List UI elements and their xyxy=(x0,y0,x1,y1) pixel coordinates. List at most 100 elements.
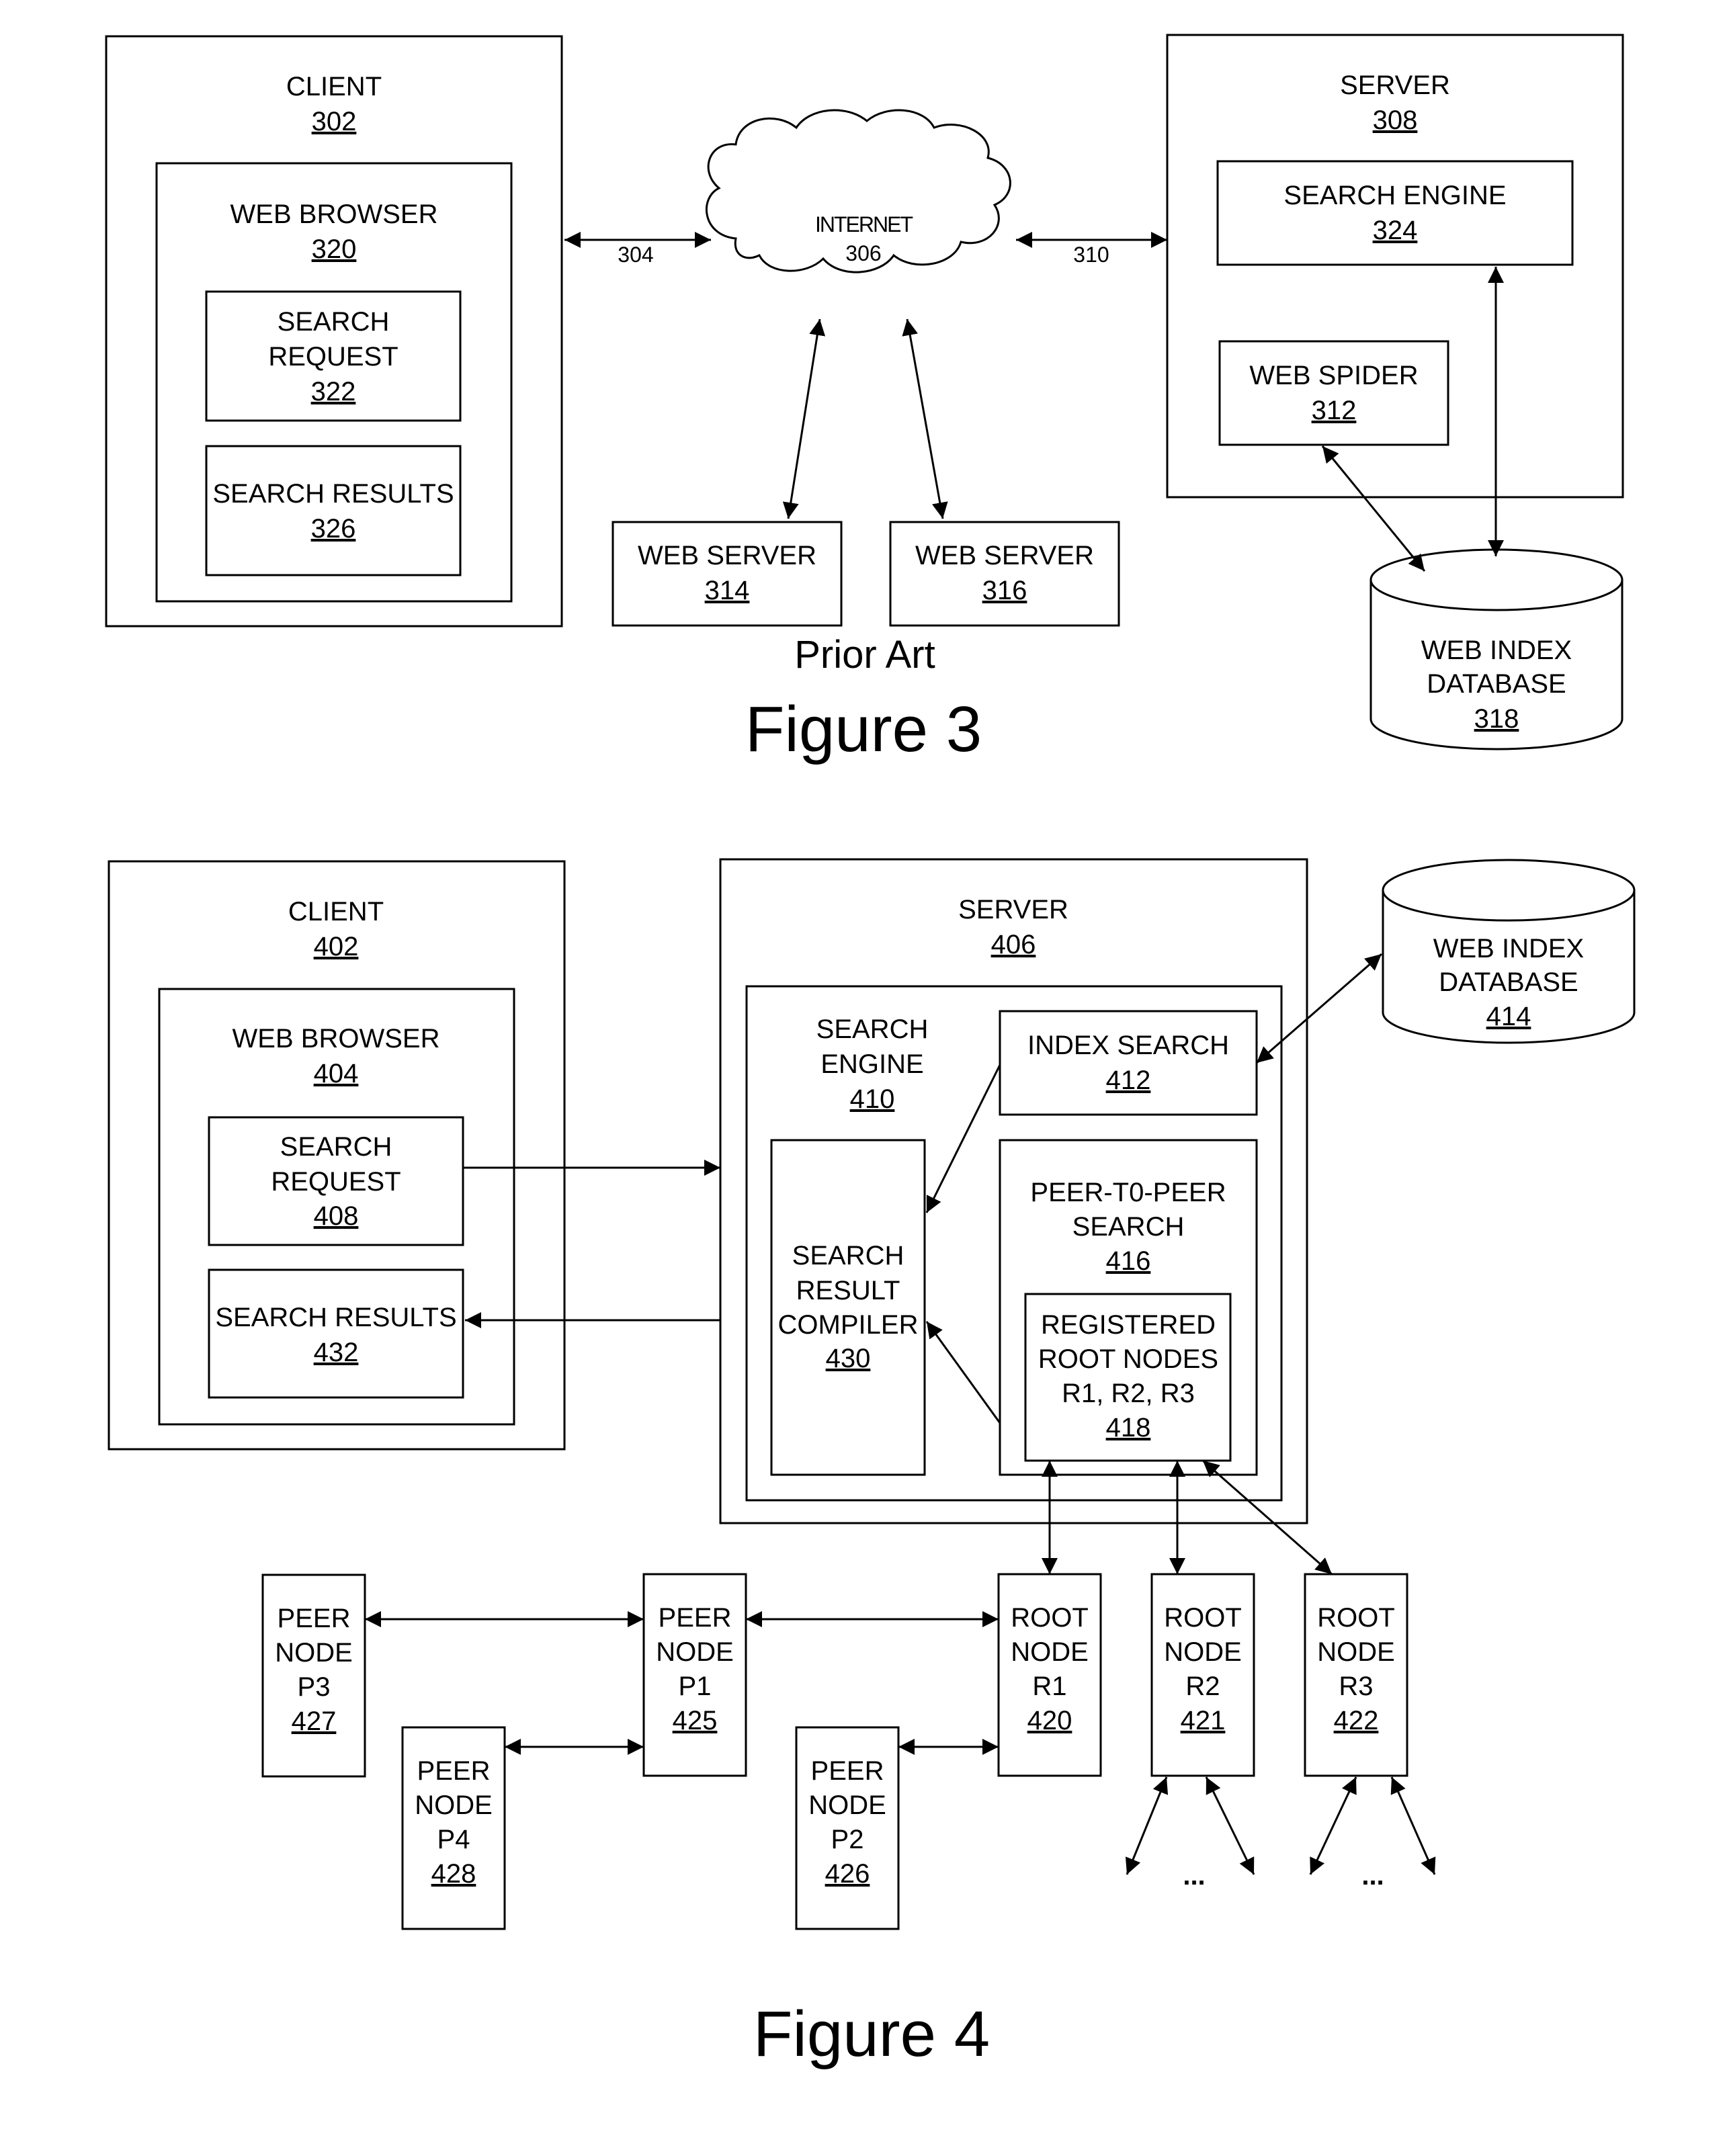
node-ref: 421 xyxy=(1181,1706,1226,1735)
web-server-316-box: WEB SERVER 316 xyxy=(890,522,1119,626)
web-server-314-ref: 314 xyxy=(705,576,750,605)
figure-4: CLIENT 402 WEB BROWSER 404 SEARCH REQUES… xyxy=(109,859,1634,2070)
p2p-search-ref: 416 xyxy=(1106,1246,1151,1276)
node-ref: 427 xyxy=(292,1707,337,1736)
node-line3: P1 xyxy=(679,1672,712,1701)
web-server-316-ref: 316 xyxy=(982,576,1027,605)
search-request-ref: 408 xyxy=(314,1201,359,1231)
p2p-search-line2: SEARCH xyxy=(1072,1212,1185,1242)
database-414-line1: WEB INDEX xyxy=(1433,934,1584,963)
web-server-316-title: WEB SERVER xyxy=(915,541,1094,570)
internet-title: INTERNET xyxy=(815,212,913,236)
node-ref: 425 xyxy=(673,1706,718,1735)
client-ref: 402 xyxy=(314,932,359,961)
root-node-r1: ROOT NODE R1 420 xyxy=(999,1574,1101,1776)
arrow-internet-webserver-314 xyxy=(788,319,820,519)
figure-4-caption: Figure 4 xyxy=(753,1998,990,2070)
node-line3: R3 xyxy=(1339,1672,1373,1701)
database-318-line1: WEB INDEX xyxy=(1421,636,1572,665)
compiler-ref: 430 xyxy=(826,1344,871,1373)
node-line3: R1 xyxy=(1032,1672,1066,1701)
search-request-line2: REQUEST xyxy=(271,1167,400,1197)
web-server-314-title: WEB SERVER xyxy=(638,541,816,570)
p2p-search-line1: PEER-T0-PEER xyxy=(1030,1178,1226,1207)
node-line2: NODE xyxy=(808,1791,886,1820)
registered-line1: REGISTERED xyxy=(1041,1310,1216,1340)
client-title: CLIENT xyxy=(288,897,384,926)
search-request-line2: REQUEST xyxy=(268,342,398,372)
figure-3: CLIENT 302 WEB BROWSER 320 SEARCH REQUES… xyxy=(106,35,1623,765)
search-request-box: SEARCH REQUEST 322 xyxy=(206,292,460,421)
search-engine-title: SEARCH ENGINE xyxy=(1283,181,1506,210)
search-engine-ref: 410 xyxy=(850,1084,895,1114)
client-ref: 302 xyxy=(312,107,357,136)
node-line1: PEER xyxy=(278,1604,351,1633)
search-request-line1: SEARCH xyxy=(278,307,390,337)
arrow-r3-fanout-left xyxy=(1310,1777,1356,1874)
link-304-label: 304 xyxy=(618,243,653,267)
node-ref: 422 xyxy=(1334,1706,1379,1735)
node-line1: PEER xyxy=(659,1603,732,1633)
client-title: CLIENT xyxy=(286,72,382,101)
r3-ellipsis: ... xyxy=(1361,1861,1384,1891)
node-line1: PEER xyxy=(811,1756,884,1786)
web-browser-title: WEB BROWSER xyxy=(230,200,438,229)
arrow-r3-fanout-right xyxy=(1392,1777,1435,1874)
search-request-box: SEARCH REQUEST 408 xyxy=(209,1117,463,1245)
search-engine-box: SEARCH ENGINE 324 xyxy=(1218,161,1572,265)
prior-art-label: Prior Art xyxy=(794,633,935,677)
database-318-ref: 318 xyxy=(1474,704,1519,734)
server-ref: 308 xyxy=(1373,105,1418,135)
node-line3: P4 xyxy=(437,1825,470,1854)
internet-ref: 306 xyxy=(845,241,881,265)
search-results-box: SEARCH RESULTS 326 xyxy=(206,446,460,575)
node-line2: NODE xyxy=(1011,1637,1089,1667)
web-index-database-414: WEB INDEX DATABASE 414 xyxy=(1383,860,1634,1043)
peer-node-p4: PEER NODE P4 428 xyxy=(403,1727,505,1929)
search-results-title: SEARCH RESULTS xyxy=(215,1303,456,1332)
root-node-r3: ROOT NODE R3 422 xyxy=(1305,1574,1407,1776)
node-line2: NODE xyxy=(415,1791,493,1820)
web-browser-ref: 320 xyxy=(312,234,357,264)
web-server-314-box: WEB SERVER 314 xyxy=(613,522,841,626)
registered-ref: 418 xyxy=(1106,1413,1151,1442)
node-line1: ROOT xyxy=(1164,1603,1242,1633)
compiler-line2: RESULT xyxy=(796,1276,900,1305)
database-414-line2: DATABASE xyxy=(1439,967,1578,997)
web-index-database-318: WEB INDEX DATABASE 318 xyxy=(1371,550,1622,749)
search-engine-ref: 324 xyxy=(1373,216,1418,245)
node-line3: R2 xyxy=(1185,1672,1220,1701)
link-310-label: 310 xyxy=(1073,243,1109,267)
database-318-line2: DATABASE xyxy=(1427,669,1566,699)
node-ref: 428 xyxy=(431,1859,476,1889)
search-results-box: SEARCH RESULTS 432 xyxy=(209,1270,463,1397)
peer-node-p1: PEER NODE P1 425 xyxy=(644,1574,746,1776)
database-414-ref: 414 xyxy=(1486,1002,1531,1031)
web-spider-ref: 312 xyxy=(1312,396,1357,425)
root-node-r2: ROOT NODE R2 421 xyxy=(1152,1574,1254,1776)
registered-root-nodes-box: REGISTERED ROOT NODES R1, R2, R3 418 xyxy=(1025,1294,1230,1461)
node-line1: PEER xyxy=(417,1756,491,1786)
search-results-title: SEARCH RESULTS xyxy=(212,479,454,509)
compiler-line3: COMPILER xyxy=(778,1310,919,1340)
search-results-ref: 432 xyxy=(314,1338,359,1367)
search-request-ref: 322 xyxy=(311,377,356,406)
node-line2: NODE xyxy=(656,1637,734,1667)
web-spider-title: WEB SPIDER xyxy=(1249,361,1418,390)
compiler-line1: SEARCH xyxy=(792,1241,904,1270)
node-ref: 420 xyxy=(1027,1706,1072,1735)
index-search-box: INDEX SEARCH 412 xyxy=(1000,1011,1257,1115)
index-search-ref: 412 xyxy=(1106,1066,1151,1095)
registered-line3: R1, R2, R3 xyxy=(1062,1379,1195,1408)
arrow-internet-webserver-316 xyxy=(907,319,943,519)
figure-3-caption: Figure 3 xyxy=(745,693,982,765)
search-request-line1: SEARCH xyxy=(280,1132,392,1162)
search-engine-line2: ENGINE xyxy=(820,1049,923,1079)
web-spider-box: WEB SPIDER 312 xyxy=(1220,341,1448,445)
web-browser-ref: 404 xyxy=(314,1059,359,1088)
node-line2: NODE xyxy=(275,1638,353,1668)
node-line1: ROOT xyxy=(1317,1603,1395,1633)
peer-node-p3: PEER NODE P3 427 xyxy=(263,1575,365,1776)
server-ref: 406 xyxy=(991,930,1036,959)
